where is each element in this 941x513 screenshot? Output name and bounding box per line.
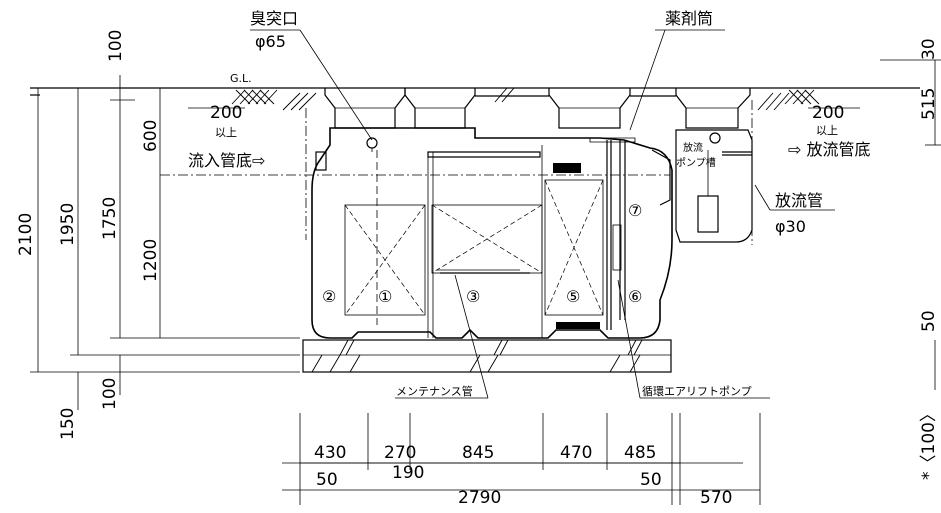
right-200: 200 bbox=[812, 103, 844, 123]
dim-515: 515 bbox=[919, 88, 939, 120]
chamber-1: ① bbox=[378, 287, 392, 306]
dim-270: 270 bbox=[384, 443, 416, 463]
pump-tank-label-2: ポンプ槽 bbox=[676, 156, 716, 169]
dim-50-right: 50 bbox=[640, 470, 662, 490]
discharge-pipe-label: 放流管 bbox=[775, 191, 823, 210]
dim-bottom-100: 100 bbox=[100, 378, 120, 410]
chemical-tube-label: 薬剤筒 bbox=[665, 9, 713, 28]
pump-tank-label-1: 放流 bbox=[683, 141, 703, 154]
gl-label: G.L. bbox=[230, 72, 252, 85]
internal-components bbox=[344, 132, 752, 338]
risers bbox=[324, 88, 751, 129]
dimension-values: 100 30 600 515 2100 1950 1750 1200 100 1… bbox=[16, 30, 939, 508]
odor-outlet-label: 臭突口 bbox=[250, 9, 298, 28]
circulation-pump-label: 循環エアリフトポンプ bbox=[642, 385, 752, 398]
dim-2790: 2790 bbox=[458, 488, 501, 508]
discharge-pipe-size: φ30 bbox=[775, 217, 806, 236]
vertical-dimensions bbox=[30, 59, 941, 410]
maintenance-pipe-label: メンテナンス管 bbox=[396, 384, 473, 398]
dim-1750: 1750 bbox=[100, 197, 120, 240]
dim-570: 570 bbox=[700, 488, 732, 508]
dim-430: 430 bbox=[314, 443, 346, 463]
dim-190: 190 bbox=[392, 463, 424, 483]
chamber-6: ⑥ bbox=[628, 287, 642, 306]
ground-line bbox=[30, 87, 920, 96]
chamber-2: ② bbox=[322, 287, 336, 306]
dim-600: 600 bbox=[141, 120, 161, 152]
odor-outlet-size: φ65 bbox=[255, 32, 286, 51]
inflow-bottom-label: 流入管底⇨ bbox=[188, 151, 265, 170]
reference-lines bbox=[160, 100, 753, 245]
dim-1950: 1950 bbox=[58, 203, 78, 246]
chamber-3: ③ bbox=[466, 287, 480, 306]
dim-50-left: 50 bbox=[316, 470, 338, 490]
soil-hatch-left bbox=[231, 87, 515, 111]
dim-bottom-150: 150 bbox=[58, 408, 78, 440]
left-200: 200 bbox=[210, 103, 242, 123]
labels: 臭突口 φ65 薬剤筒 G.L. 200 以上 流入管底⇨ 200 以上 ⇨ 放… bbox=[188, 9, 871, 398]
dim-top-left-100: 100 bbox=[106, 30, 126, 62]
dim-470: 470 bbox=[560, 443, 592, 463]
chamber-5: ⑤ bbox=[566, 287, 580, 306]
dim-2100: 2100 bbox=[16, 213, 36, 256]
dim-right-100: *〈100〉 bbox=[919, 405, 939, 480]
outflow-bottom-label: ⇨ 放流管底 bbox=[788, 140, 871, 159]
dim-1200: 1200 bbox=[141, 239, 161, 282]
horizontal-dimensions bbox=[282, 413, 761, 505]
dim-845: 845 bbox=[462, 443, 494, 463]
soil-hatch-right bbox=[757, 89, 820, 111]
chamber-7: ⑦ bbox=[628, 201, 642, 220]
leader-lines bbox=[188, 29, 860, 399]
left-ijo: 以上 bbox=[215, 126, 237, 139]
dim-top-right-30: 30 bbox=[919, 38, 939, 60]
dim-485: 485 bbox=[624, 443, 656, 463]
right-ijo: 以上 bbox=[816, 124, 838, 137]
dim-right-50: 50 bbox=[919, 310, 939, 332]
base-slab bbox=[302, 339, 672, 373]
